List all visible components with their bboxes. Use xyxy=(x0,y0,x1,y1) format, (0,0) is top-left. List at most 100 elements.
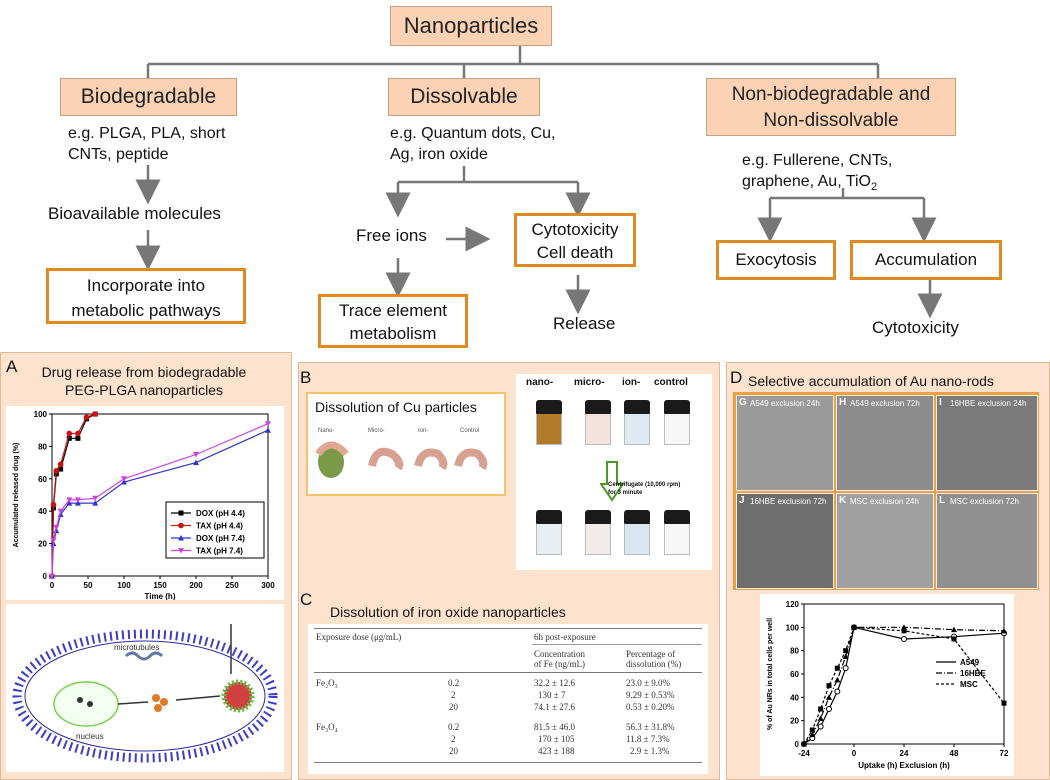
table-rule-sub xyxy=(532,644,702,645)
x-tick-label: 50 xyxy=(84,581,93,590)
vial-micro-bottom xyxy=(585,510,611,555)
cytotoxicity-label: Cytotoxicity xyxy=(872,318,959,337)
data-point xyxy=(92,411,98,417)
panel-a-title: Drug release from biodegradable PEG-PLGA… xyxy=(24,363,264,399)
x-tick-label: 150 xyxy=(153,581,167,590)
non-biodegradable-examples: e.g. Fullerene, CNTs, graphene, Au, TiO2 xyxy=(742,150,892,198)
photo-label-nano: Nano- xyxy=(318,428,335,434)
incorporate-line2: metabolic pathways xyxy=(71,301,221,320)
nucleus-particle xyxy=(87,701,93,707)
photo-label-control: Control xyxy=(460,428,480,434)
data-point xyxy=(843,648,849,654)
data-point xyxy=(66,497,73,503)
bioavailable-molecules: Bioavailable molecules xyxy=(48,204,221,223)
y-tick-label: 100 xyxy=(34,410,48,419)
table-rule-bottom xyxy=(314,762,702,763)
data-point xyxy=(193,452,199,458)
table-header-dose: Exposure dose (μg/mL) xyxy=(316,632,402,642)
nanoparticles-title: Nanoparticles xyxy=(403,13,539,38)
microtubule-shape xyxy=(124,651,164,661)
nanoparticles-title-box: Nanoparticles xyxy=(390,6,552,46)
centrifuge-arrow xyxy=(600,461,624,502)
data-point xyxy=(809,731,816,738)
drug-particle xyxy=(152,694,160,702)
panel-a-title-line2: PEG-PLGA nanoparticles xyxy=(65,382,223,398)
vial-micro-top xyxy=(585,400,611,445)
y-tick-label: 60 xyxy=(38,475,47,484)
tio2-subscript: 2 xyxy=(870,181,878,194)
y-tick-label: 100 xyxy=(786,623,800,632)
y-axis-label: Accumulated released drug (%) xyxy=(13,443,20,548)
series-line xyxy=(51,413,96,577)
table-row-conc: 81.5 ± 46.0 xyxy=(534,722,575,732)
trace-element-line2: metabolism xyxy=(349,324,437,343)
panel-d-title: Selective accumulation of Au nano-rods xyxy=(748,373,994,389)
panel-b-letter: B xyxy=(300,368,312,387)
legend-marker xyxy=(178,510,184,516)
exocytosis-label: Exocytosis xyxy=(735,250,817,269)
table-header-pct-line2: dissolution (%) xyxy=(626,659,682,669)
data-point xyxy=(826,706,832,712)
data-point xyxy=(834,676,841,683)
table-row-pct: 23.0 ± 9.0% xyxy=(626,678,670,688)
data-point xyxy=(49,573,55,579)
table-header-conc-line2: of Fe (ng/mL) xyxy=(534,659,585,669)
panel-b-title: Dissolution of Cu particles xyxy=(315,399,477,415)
tem-caption: A549 exclusion 24h xyxy=(750,399,820,408)
vial-nano-bottom xyxy=(536,510,562,555)
data-point xyxy=(75,435,81,441)
data-point xyxy=(842,665,849,672)
cu-micro-tissue xyxy=(368,447,404,471)
vial-ion-bottom xyxy=(624,510,650,555)
data-point xyxy=(901,636,907,642)
release-label: Release xyxy=(553,314,616,333)
free-ions: Free ions xyxy=(356,226,427,245)
tem-image xyxy=(936,493,1038,589)
series-line xyxy=(803,626,1005,745)
table-row-pct: 56.3 ± 31.8% xyxy=(626,722,675,732)
table-row-dose: 0.2 xyxy=(448,678,460,688)
vial-label-ion: ion- xyxy=(622,377,641,388)
nucleus-particle xyxy=(77,697,83,703)
y-tick-label: 40 xyxy=(790,693,799,702)
table-header-conc-line1: Concentration xyxy=(534,649,585,659)
data-point xyxy=(265,427,271,433)
cell-illustration: microtubules nucleus xyxy=(12,624,278,763)
category-non-biodegradable-line2: Non-dissolvable xyxy=(763,110,899,131)
data-point xyxy=(92,500,99,506)
drug-particle xyxy=(160,698,168,706)
cytotoxicity-cell-death-line1: Cytotoxicity xyxy=(531,220,619,239)
data-point xyxy=(58,466,64,472)
data-point xyxy=(75,430,81,437)
table-row-dose: 2 xyxy=(451,734,456,744)
y-tick-label: 80 xyxy=(790,647,799,656)
series-line xyxy=(51,413,96,577)
y-tick-label: 120 xyxy=(786,600,800,609)
legend-label: A549 xyxy=(960,658,980,667)
x-tick-label: 0 xyxy=(50,581,55,590)
table-row-dose: 0.2 xyxy=(448,722,460,732)
tem-letter: I xyxy=(939,397,942,408)
tem-image xyxy=(736,493,834,589)
y-tick-label: 80 xyxy=(38,442,47,451)
series-line xyxy=(803,626,1005,745)
legend-marker xyxy=(178,548,184,554)
tem-image xyxy=(936,395,1038,491)
data-point xyxy=(1001,700,1007,706)
y-tick-label: 60 xyxy=(790,670,799,679)
category-biodegradable-label: Biodegradable xyxy=(80,85,217,108)
x-tick-label: 24 xyxy=(900,749,909,758)
tem-image xyxy=(736,395,834,491)
data-point xyxy=(834,665,840,671)
y-tick-label: 20 xyxy=(38,540,47,549)
panel-d-letter: D xyxy=(730,368,743,387)
x-axis-label: Uptake (h) Exclusion (h) xyxy=(858,761,950,770)
legend-marker xyxy=(178,535,184,541)
tem-letter: L xyxy=(939,495,946,506)
data-point xyxy=(50,537,57,544)
table-row-dose: 20 xyxy=(449,746,458,756)
microtubules-label: microtubules xyxy=(114,643,159,652)
legend-label: TAX (pH 7.4) xyxy=(196,547,243,556)
y-tick-label: 40 xyxy=(38,507,47,516)
